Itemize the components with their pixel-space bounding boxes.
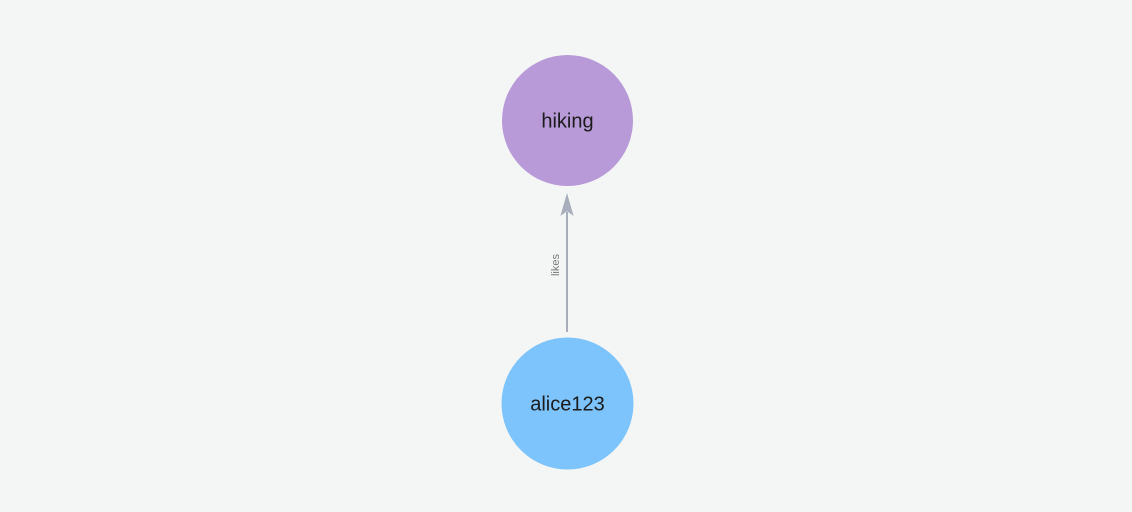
node-circle-hiking — [502, 55, 633, 186]
arrowhead-icon — [560, 193, 574, 216]
node-label-alice123: alice123 — [530, 393, 605, 415]
graph-edge-alice123-likes-hiking[interactable]: likes — [550, 193, 574, 332]
node-circle-alice123 — [501, 337, 634, 470]
graph-node-hiking[interactable]: hiking — [502, 55, 633, 186]
graph-node-alice123[interactable]: alice123 — [501, 337, 634, 470]
node-label-hiking: hiking — [541, 110, 593, 132]
edge-label-likes: likes — [550, 254, 562, 277]
